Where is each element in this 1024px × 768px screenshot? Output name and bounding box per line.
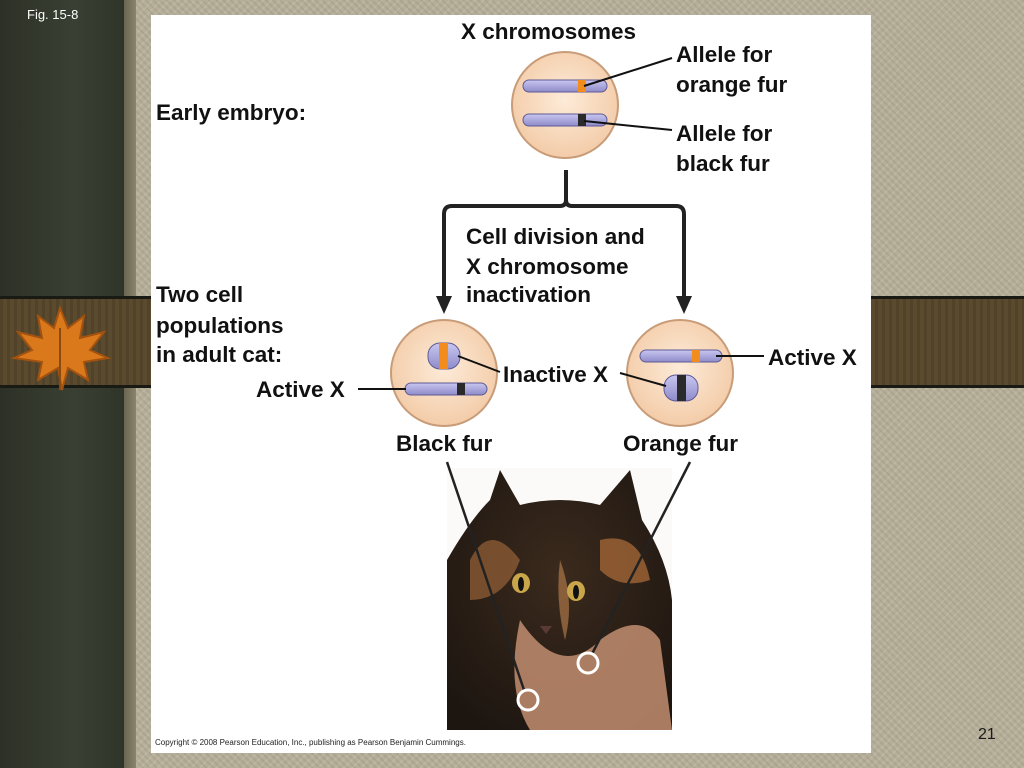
- orange-fur-label: Orange fur: [623, 431, 738, 456]
- maple-leaf-icon: [10, 304, 112, 391]
- allele-black-label-1: Allele for: [676, 121, 773, 146]
- embryo-chromosome-black: [522, 113, 608, 127]
- two-cell-label-3: in adult cat:: [156, 342, 282, 367]
- figure-label: Fig. 15-8: [27, 7, 79, 22]
- black-fur-cell: [390, 319, 498, 427]
- allele-orange-label-1: Allele for: [676, 42, 773, 67]
- orange-fur-sample-circle: [576, 651, 600, 675]
- active-orange-band: [692, 350, 700, 362]
- active-black-band: [457, 383, 465, 395]
- pointer-inactive-right: [619, 372, 667, 387]
- black-fur-label: Black fur: [396, 431, 493, 456]
- embryo-cell: [511, 51, 619, 159]
- black-allele-band: [578, 114, 586, 126]
- division-label-2: X chromosome: [466, 254, 629, 279]
- two-cell-label-1: Two cell: [156, 282, 243, 307]
- early-embryo-label: Early embryo:: [156, 100, 306, 125]
- inactive-orange-band: [439, 343, 448, 369]
- active-x-left-label: Active X: [256, 377, 345, 402]
- pointer-orange-fur-sample: [590, 461, 692, 655]
- two-cell-label-2: populations: [156, 313, 284, 338]
- division-bracket-right: [564, 199, 686, 298]
- arrow-right-icon: [676, 296, 692, 314]
- active-x-chromosome-right: [639, 349, 723, 363]
- division-label-1: Cell division and: [466, 224, 645, 249]
- inactive-x-label: Inactive X: [503, 362, 608, 387]
- pointer-black-fur-sample: [445, 461, 526, 691]
- division-label-3: inactivation: [466, 282, 591, 307]
- allele-orange-label-2: orange fur: [676, 72, 788, 97]
- inactive-black-band: [677, 375, 686, 401]
- active-x-right-label: Active X: [768, 345, 857, 370]
- x-inactivation-diagram: X chromosomes Allele for orange fur Alle…: [156, 19, 857, 730]
- orange-allele-band: [578, 80, 586, 92]
- tortoiseshell-cat-photo: [447, 468, 672, 730]
- active-x-chromosome-left: [404, 382, 488, 396]
- slide-panel: X chromosomes Allele for orange fur Alle…: [151, 15, 871, 753]
- black-fur-sample-circle: [516, 688, 540, 712]
- allele-black-label-2: black fur: [676, 151, 770, 176]
- copyright-text: Copyright © 2008 Pearson Education, Inc.…: [155, 738, 466, 747]
- pointer-inactive-left: [457, 355, 501, 373]
- x-chromosomes-label: X chromosomes: [461, 19, 636, 44]
- pointer-allele-orange: [583, 57, 673, 87]
- arrow-left-icon: [436, 296, 452, 314]
- orange-fur-cell: [626, 319, 734, 427]
- page-number: 21: [978, 726, 996, 743]
- pointer-allele-black: [583, 120, 673, 131]
